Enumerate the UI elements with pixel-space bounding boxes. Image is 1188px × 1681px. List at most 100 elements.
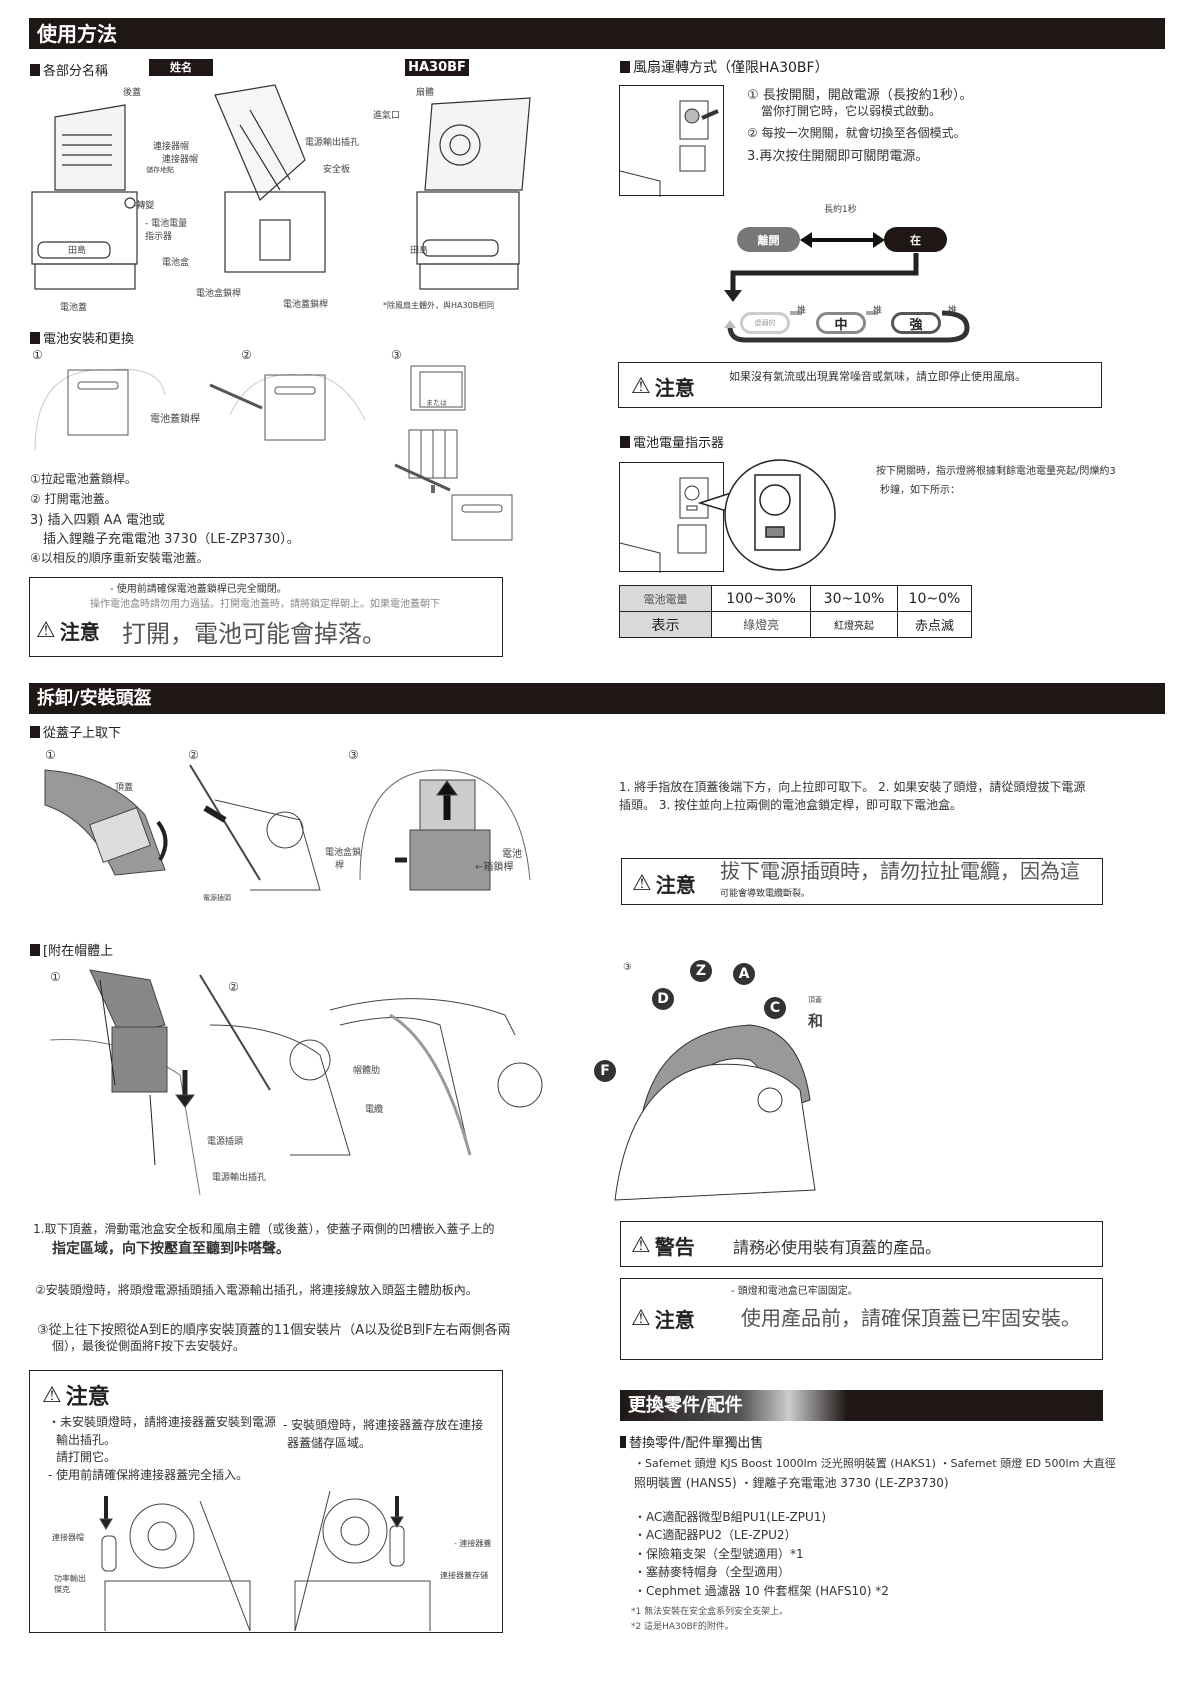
indicator-text-1: 按下開關時，指示燈將根據剩餘電池電量亮起/閃爍約3 bbox=[876, 466, 1116, 477]
parts-note: *1 無法安裝在安全盒系列安全支架上。 bbox=[631, 1607, 789, 1617]
label-storage: 連接器蓋存儲 bbox=[440, 1571, 488, 1580]
label-battery-cover: 電池蓋 bbox=[60, 303, 88, 313]
table-row: 電池電量 100~30% 30~10% 10~0% bbox=[619, 585, 973, 612]
remove-num-3: ③ bbox=[348, 748, 359, 762]
caution-label: 注意 bbox=[65, 1385, 110, 1410]
label-air-inlet: 進氣口 bbox=[373, 111, 401, 121]
battery-caution-line2: 操作電池盒時請勿用力過猛。打開電池蓋時，請將鎖定桿朝上。如果電池蓋朝下 bbox=[90, 599, 440, 610]
letter-d-badge: D bbox=[652, 988, 674, 1010]
label-fan-body: 扇體 bbox=[416, 88, 435, 98]
state-cell: 赤点滅 bbox=[896, 611, 973, 638]
top-cover-illustration bbox=[614, 1024, 816, 1201]
warning-triangle-icon: ⚠ bbox=[36, 618, 56, 643]
attach-caution-big: 使用產品前，請確保頂蓋已牢固安裝。 bbox=[741, 1306, 1081, 1330]
warning-triangle-icon: ⚠ bbox=[42, 1382, 62, 1408]
battery-caution-line1: - 使用前請確保電池蓋鎖桿已完全關閉。 bbox=[110, 584, 287, 595]
remove-text-2: 插頭。 3. 按住並向上拉兩側的電池盒鎖定桿，即可取下電池盒。 bbox=[619, 798, 963, 812]
attach-caution-box: - 頭燈和電池盒已牢固固定。 ⚠注意 使用產品前，請確保頂蓋已牢固安裝。 bbox=[620, 1278, 1103, 1360]
label-brand: 田島 bbox=[68, 246, 87, 256]
switch-illustration bbox=[619, 100, 719, 197]
label-cable: 電纜 bbox=[365, 1105, 384, 1115]
warning-label: 警告 bbox=[654, 1235, 695, 1259]
push-label-2: 推 bbox=[873, 306, 883, 316]
attach-num-1: ① bbox=[50, 970, 61, 984]
warning-text: 請務必使用裝有頂蓋的產品。 bbox=[733, 1238, 942, 1257]
attach-num-2: ② bbox=[228, 980, 239, 994]
remove-title-text: 從蓋子上取下 bbox=[43, 726, 122, 741]
attach-step-1a: 1.取下頂蓋，滑動電池盒安全板和風扇主體（或後蓋），使蓋子兩側的凹槽嵌入蓋子上的 bbox=[33, 1222, 495, 1236]
remove-caution-big: 拔下電源插頭時，請勿拉扯電纜，因為這 bbox=[720, 859, 1080, 883]
mode-weak: 虛弱的 bbox=[740, 312, 790, 334]
label-box-lock: 電池盒鎖桿 bbox=[196, 289, 242, 299]
fan-switch-image bbox=[619, 85, 724, 197]
label-cover-lock-2: 電池蓋鎖桿 bbox=[150, 414, 200, 425]
mode-off: 離開 bbox=[737, 227, 800, 252]
label-and: 和 bbox=[808, 1012, 824, 1030]
battery-step-3b: 插入鋰離子充電電池 3730（LE-ZP3730）。 bbox=[43, 532, 300, 547]
parts-item: ・塞赫麥特帽身（全型適用） bbox=[634, 1565, 791, 1579]
row-header: 電池電量 bbox=[619, 585, 712, 612]
parts-line-2: 照明裝置 (HANS5) ・鋰離子充電電池 3730 (LE-ZP3730) bbox=[634, 1476, 949, 1490]
mode-strong: 強 bbox=[891, 312, 941, 334]
attach-step-3b: 個），最後從側面將F按下去安裝好。 bbox=[52, 1339, 245, 1353]
label-plug: 電源插頭 bbox=[203, 894, 231, 902]
label-or: または bbox=[426, 399, 447, 407]
long-press-label: 長約1秒 bbox=[824, 205, 857, 215]
warning-triangle-icon: ⚠ bbox=[631, 1233, 651, 1258]
connector-illustration bbox=[99, 1490, 431, 1632]
table-row: 表示 綠燈亮 紅燈亮起 赤点滅 bbox=[619, 611, 973, 638]
label-right-lock-b: ←箱鎖桿 bbox=[475, 862, 514, 873]
label-top-cover: 頂蓋 bbox=[115, 783, 134, 793]
caution-left-3: 請打開它。 bbox=[56, 1450, 117, 1464]
push-label-1: 推 bbox=[797, 306, 807, 316]
fan-step-3: 3.再次按住開關即可關閉電源。 bbox=[747, 149, 929, 164]
indicator-title-text: 電池電量指示器 bbox=[633, 436, 725, 451]
unit-fan-view bbox=[416, 97, 531, 290]
label-connector-cap: 連接器帽 bbox=[153, 142, 190, 152]
caution-left-1: ・未安裝頭燈時，請將連接器蓋安裝到電源 bbox=[48, 1415, 277, 1429]
warning-heading: ⚠警告 bbox=[631, 1231, 695, 1260]
attach-step-2: ②安裝頭燈時，將頭燈電源插頭插入電源輸出插孔，將連接線放入頭盔主體肋板內。 bbox=[35, 1283, 478, 1297]
label-plug-2: 電源插頭 bbox=[207, 1137, 244, 1147]
mode-mid: 中 bbox=[816, 312, 866, 334]
label-safety-plate: 安全板 bbox=[323, 165, 351, 175]
level-cell: 100~30% bbox=[710, 585, 812, 612]
section-header-parts: 更換零件/配件 bbox=[620, 1390, 1103, 1421]
battery-step-3: 3) 插入四顆 AA 電池或 bbox=[30, 513, 165, 528]
label-power-outlet: 電源輸出插孔 bbox=[305, 138, 360, 148]
label-note: *除風扇主體外，與HA30B相同 bbox=[383, 301, 495, 310]
caution-heading: ⚠注意 bbox=[42, 1379, 110, 1411]
attach-title-text: [附在帽體上 bbox=[43, 944, 114, 959]
indicator-title: 電池電量指示器 bbox=[620, 432, 724, 451]
caution-right-1: - 安裝頭燈時，將連接器蓋存放在連接 bbox=[283, 1418, 484, 1432]
label-storage-spot: 儲存地點 bbox=[146, 166, 174, 174]
parts-item: ・保險箱支架（全型號適用）*1 bbox=[634, 1547, 804, 1561]
fan-caution-text: 如果沒有氣流或出現異常噪音或氣味，請立即停止使用風扇。 bbox=[729, 370, 1026, 383]
fan-step-2: ② 每按一次開關，就會切換至各個模式。 bbox=[747, 126, 966, 140]
attach-illustration bbox=[49, 969, 543, 1196]
parts-item: ・Cephmet 過濾器 10 件套框架 (HAFS10) *2 bbox=[634, 1584, 889, 1598]
tag-model: HA30BF bbox=[405, 59, 469, 76]
remove-illustration bbox=[44, 764, 531, 891]
caution-heading: ⚠注意 bbox=[631, 1304, 695, 1333]
fan-title-text: 風扇運轉方式（僅限HA30BF） bbox=[633, 60, 829, 76]
battery-caution-box: - 使用前請確保電池蓋鎖桿已完全關閉。 操作電池盒時請勿用力過猛。打開電池蓋時，… bbox=[29, 577, 503, 657]
indicator-illustration bbox=[619, 477, 709, 573]
caution-left-2: 輸出插孔。 bbox=[56, 1433, 117, 1447]
step-num-3: ③ bbox=[391, 348, 402, 362]
indicator-image bbox=[619, 462, 724, 573]
remove-title: 從蓋子上取下 bbox=[30, 722, 121, 741]
parts-title: 各部分名稱 bbox=[30, 60, 108, 79]
letter-c-badge: C bbox=[764, 997, 786, 1019]
label-rib: 帽體肋 bbox=[353, 1066, 381, 1076]
step-num-2: ② bbox=[241, 348, 252, 362]
fan-step-1b: 當你打開它時，它以弱模式啟動。 bbox=[761, 104, 942, 118]
battery-caution-big: 打開，電池可能會掉落。 bbox=[122, 620, 386, 648]
remove-caution-box: ⚠注意 拔下電源插頭時，請勿拉扯電纜，因為這 可能會導致電纜斷裂。 bbox=[621, 858, 1103, 905]
unit-back-view bbox=[31, 104, 138, 290]
warning-triangle-icon: ⚠ bbox=[632, 871, 652, 896]
battery-title-text: 電池安裝和更換 bbox=[43, 332, 135, 347]
label-battery-box: 電池盒 bbox=[162, 258, 190, 268]
state-cell: 紅燈亮起 bbox=[810, 611, 898, 638]
label-outlet-a: 功率輸出 bbox=[54, 1574, 86, 1583]
